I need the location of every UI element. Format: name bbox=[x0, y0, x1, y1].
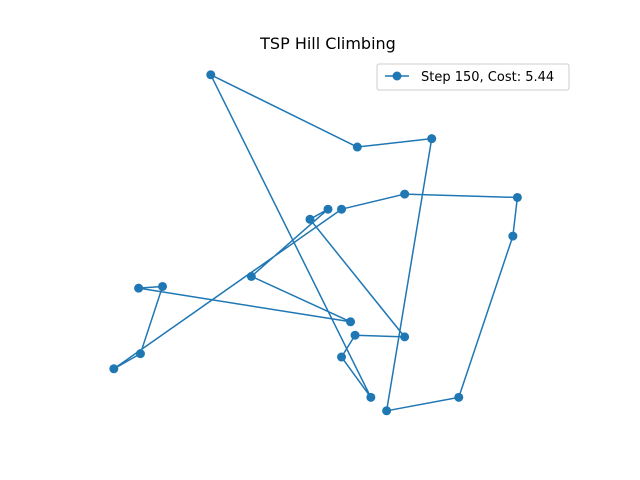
data-point bbox=[134, 283, 144, 293]
data-point bbox=[346, 317, 356, 327]
series-line bbox=[113, 74, 519, 412]
data-point bbox=[382, 406, 392, 416]
data-point bbox=[135, 349, 145, 359]
plot-area bbox=[109, 70, 522, 416]
legend-series-marker bbox=[392, 71, 402, 81]
legend-box bbox=[376, 63, 570, 91]
data-point bbox=[512, 192, 522, 202]
data-point bbox=[337, 352, 347, 362]
data-point bbox=[454, 392, 464, 402]
data-point bbox=[305, 214, 315, 224]
data-point bbox=[508, 231, 518, 241]
data-point bbox=[366, 392, 376, 402]
data-point bbox=[352, 142, 362, 152]
data-point bbox=[323, 204, 333, 214]
legend: Step 150, Cost: 5.44 bbox=[376, 63, 570, 91]
legend-series-label: Step 150, Cost: 5.44 bbox=[421, 70, 554, 85]
data-point bbox=[109, 364, 119, 374]
data-point bbox=[158, 281, 168, 291]
data-point bbox=[206, 70, 216, 80]
data-point bbox=[427, 134, 437, 144]
data-point bbox=[400, 189, 410, 199]
data-point bbox=[337, 204, 347, 214]
chart-title: TSP Hill Climbing bbox=[259, 34, 396, 53]
data-point bbox=[400, 332, 410, 342]
data-point bbox=[246, 271, 256, 281]
data-point bbox=[350, 330, 360, 340]
series-points bbox=[109, 70, 522, 416]
